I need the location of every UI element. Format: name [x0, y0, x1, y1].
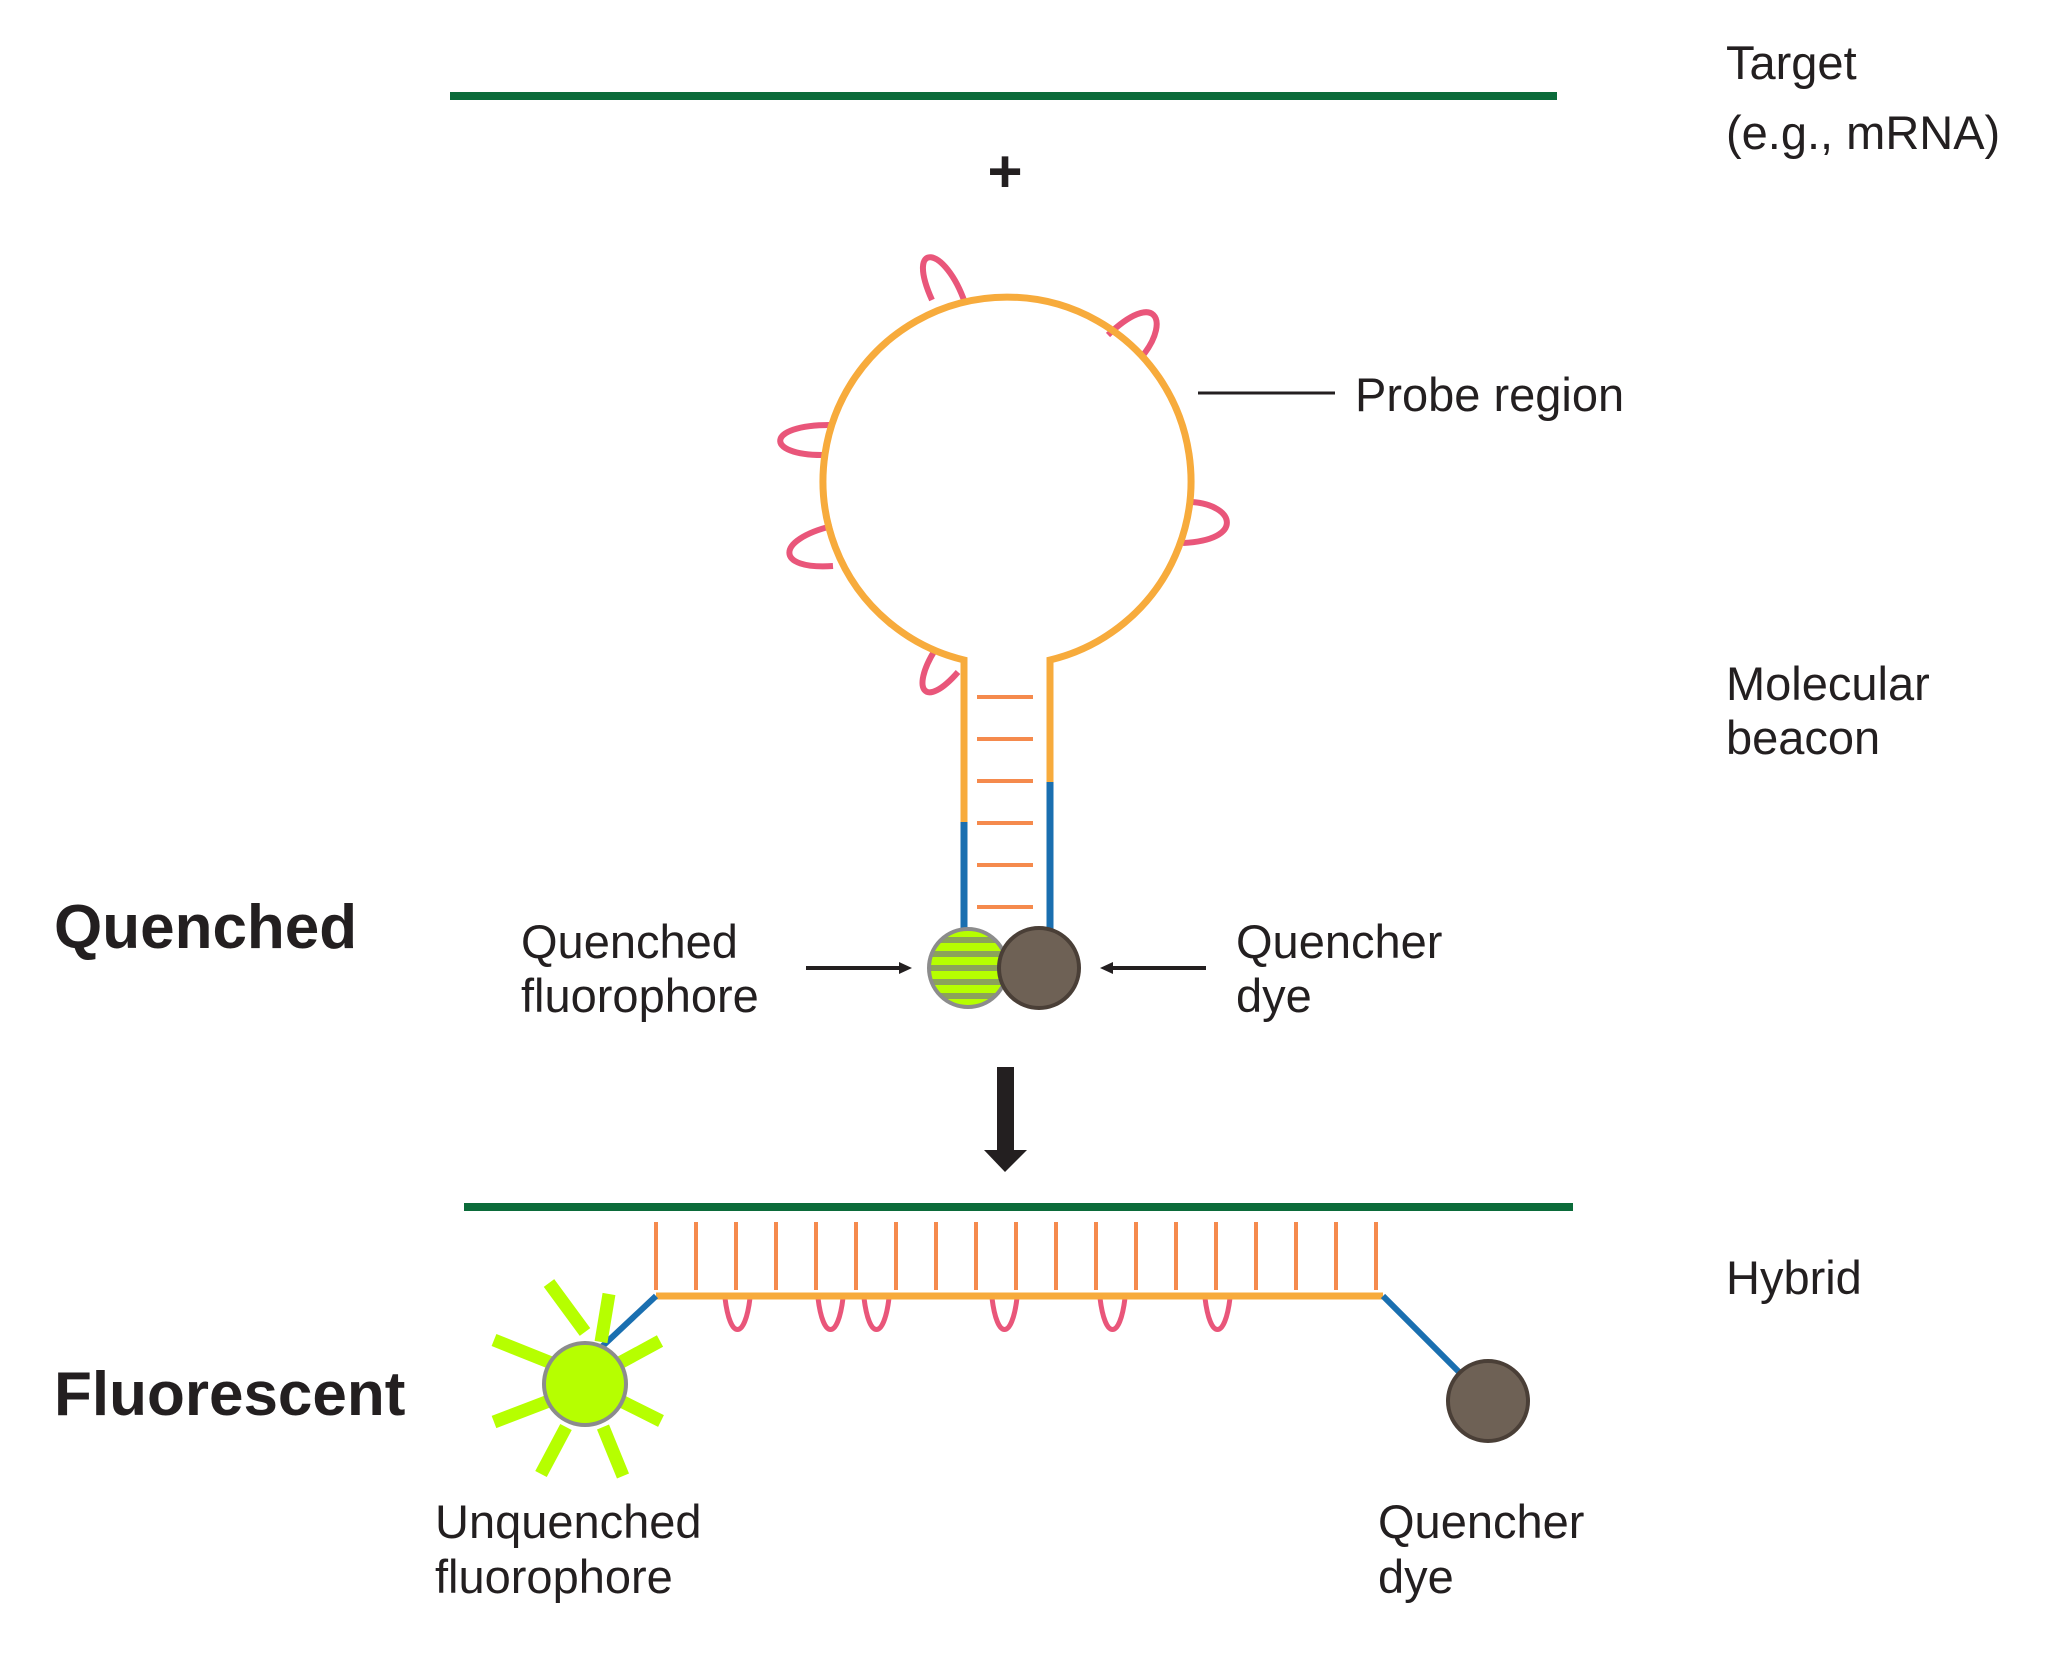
quencher-dye-top [997, 926, 1081, 1010]
molecular-beacon-label-2: beacon [1726, 711, 1880, 764]
probe-loop [819, 293, 1195, 822]
quencher-dye-top-label-1: Quencher [1236, 915, 1442, 968]
quenched-fluorophore-label-2: fluorophore [521, 969, 759, 1022]
hybrid-label: Hybrid [1726, 1251, 1862, 1304]
target-label-example: (e.g., mRNA) [1726, 106, 2000, 159]
quencher-pointer-arrow [1100, 962, 1206, 974]
quenched-fluorophore-label-1: Quenched [521, 915, 738, 968]
fluorophore-pointer-arrow [806, 962, 912, 974]
loop-base-petal [786, 523, 834, 570]
target-label: Target [1726, 36, 1857, 89]
hybrid-loop-base [815, 1297, 846, 1332]
stem-base-pairs [977, 695, 1033, 909]
unquenched-fluorophore-label-1: Unquenched [435, 1495, 702, 1548]
loop-bases [777, 254, 1230, 696]
hybrid-base-pairs [654, 1222, 1378, 1290]
molecular-beacon-label-1: Molecular [1726, 657, 1930, 710]
hybrid-loop-base [989, 1297, 1020, 1332]
probe-region-label: Probe region [1355, 368, 1624, 421]
loop-base-petal [1182, 499, 1230, 546]
quencher-dye-bottom-label-2: dye [1378, 1550, 1454, 1603]
quencher-dye-top-label-2: dye [1236, 969, 1312, 1022]
hybrid-loop-base [1202, 1297, 1233, 1332]
hybrid-arm-right [1380, 1293, 1465, 1378]
fluorescent-state-label: Fluorescent [54, 1360, 405, 1429]
unquenched-fluorophore-label-2: fluorophore [435, 1550, 673, 1603]
hybrid-loop-base [861, 1297, 892, 1332]
quencher-dye-bottom [1446, 1359, 1530, 1443]
hybrid-loop-base [1097, 1297, 1128, 1332]
loop-base-petal [919, 648, 961, 696]
quencher-dye-bottom-label-1: Quencher [1378, 1495, 1584, 1548]
hybrid-loop-bases [722, 1297, 1233, 1332]
molecular-beacon [777, 254, 1230, 1010]
hybrid-loop-base [722, 1297, 753, 1332]
quenched-state-label: Quenched [54, 893, 357, 962]
fluorescence-rays [491, 1279, 664, 1479]
hybridization-arrow [984, 1067, 1027, 1172]
plus-sign: + [987, 138, 1022, 205]
unquenched-fluorophore [491, 1279, 664, 1479]
loop-base-petal [919, 254, 968, 304]
loop-base-petal [777, 422, 831, 458]
loop-base-petal [1105, 309, 1160, 356]
